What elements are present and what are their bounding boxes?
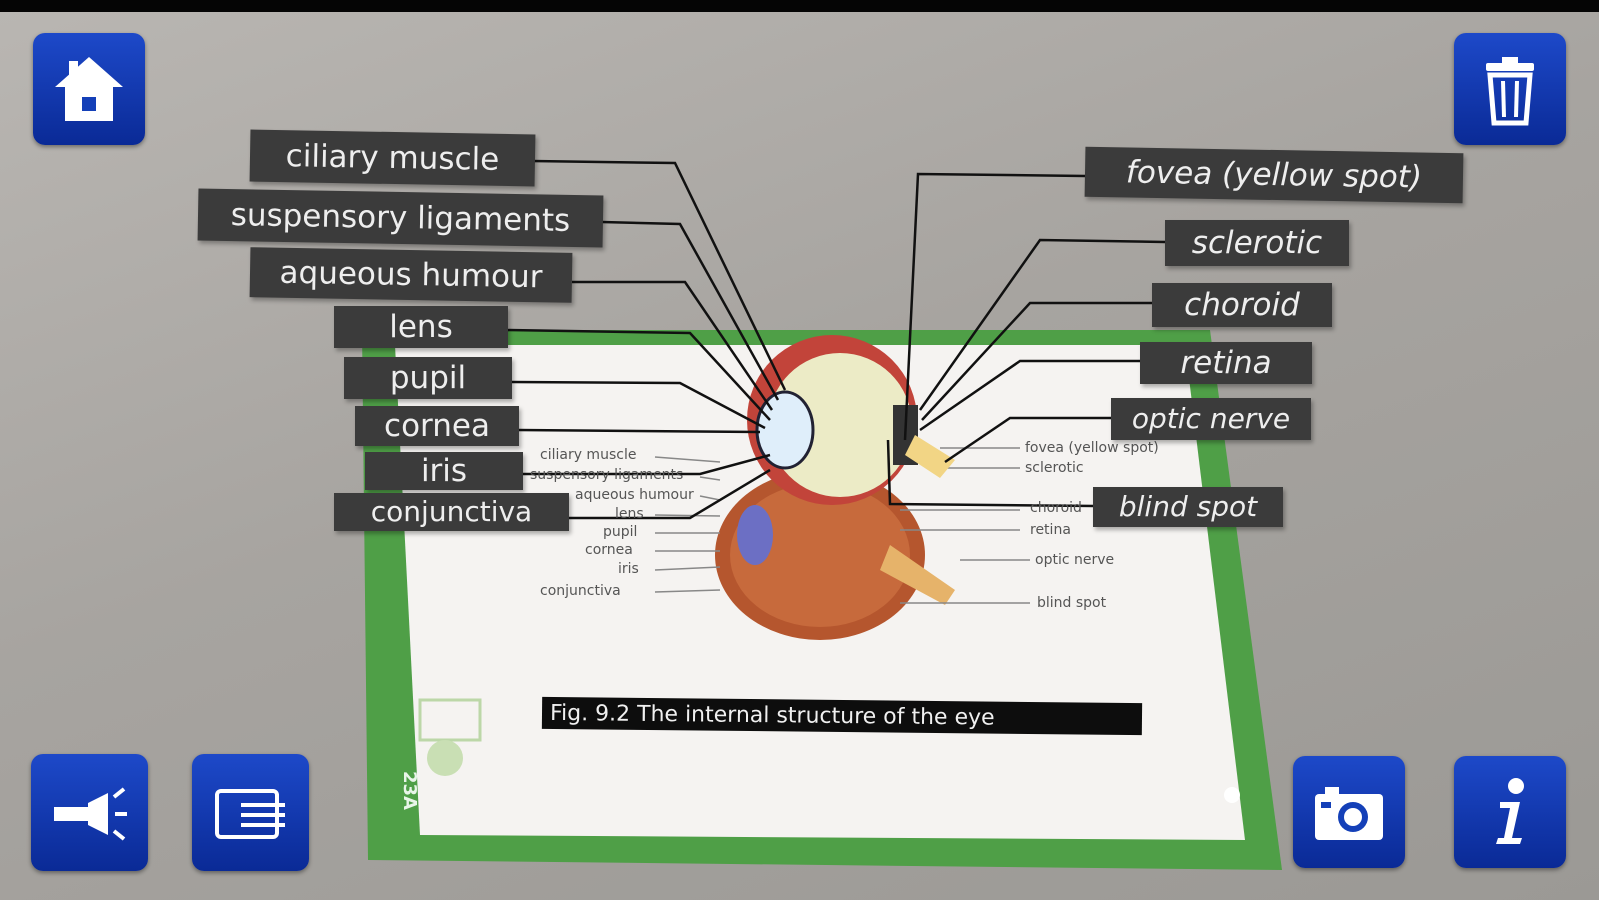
status-bar [0, 0, 1599, 12]
ar-label-conjunctiva[interactable]: conjunctiva [334, 493, 569, 531]
ar-label-iris[interactable]: iris [365, 452, 523, 490]
ar-label-fovea[interactable]: fovea (yellow spot) [1084, 146, 1464, 204]
card-label: lens [615, 506, 644, 522]
info-button[interactable] [1454, 756, 1566, 868]
card-label: choroid [1030, 500, 1082, 516]
ar-label-lens[interactable]: lens [334, 306, 508, 348]
flashlight-icon [53, 786, 127, 841]
card-number: 23A [398, 771, 420, 810]
card-label: iris [618, 561, 639, 577]
card-label: pupil [603, 524, 638, 540]
card-label: fovea (yellow spot) [1025, 440, 1159, 456]
ar-label-aqueous-humour[interactable]: aqueous humour [249, 247, 573, 303]
ar-label-choroid[interactable]: choroid [1152, 283, 1332, 327]
home-icon [55, 57, 123, 121]
camera-icon [1315, 787, 1383, 840]
leader-lines [504, 159, 1166, 520]
home-button[interactable] [33, 33, 145, 145]
cards-button[interactable] [192, 754, 309, 871]
card-caption: Fig. 9.2 The internal structure of the e… [541, 696, 1143, 736]
camera-button[interactable] [1293, 756, 1405, 868]
card-label: blind spot [1037, 595, 1107, 611]
card-label: sclerotic [1025, 460, 1084, 476]
ar-label-sclerotic[interactable]: sclerotic [1165, 220, 1349, 266]
info-icon [1496, 778, 1524, 844]
ar-label-optic-nerve[interactable]: optic nerve [1111, 398, 1311, 440]
ar-label-suspensory-ligaments[interactable]: suspensory ligaments [197, 188, 604, 248]
card-label: ciliary muscle [540, 447, 637, 463]
ar-label-cornea[interactable]: cornea [355, 406, 519, 446]
cards-icon [214, 788, 285, 839]
3d-eye-model [747, 335, 955, 505]
card-label: optic nerve [1035, 552, 1115, 568]
ar-label-blind-spot[interactable]: blind spot [1093, 487, 1283, 527]
printed-eye-diagram [715, 470, 955, 640]
card-label: aqueous humour [575, 487, 694, 503]
card-label: cornea [585, 542, 633, 558]
card-label: suspensory ligaments [530, 467, 684, 483]
ar-label-pupil[interactable]: pupil [344, 357, 512, 399]
ar-label-ciliary-muscle[interactable]: ciliary muscle [249, 129, 536, 187]
delete-button[interactable] [1454, 33, 1566, 145]
flashlight-button[interactable] [31, 754, 148, 871]
card-label: conjunctiva [540, 583, 621, 599]
card-label: retina [1030, 522, 1071, 538]
ar-label-retina[interactable]: retina [1140, 342, 1312, 384]
trash-icon [1486, 57, 1534, 126]
